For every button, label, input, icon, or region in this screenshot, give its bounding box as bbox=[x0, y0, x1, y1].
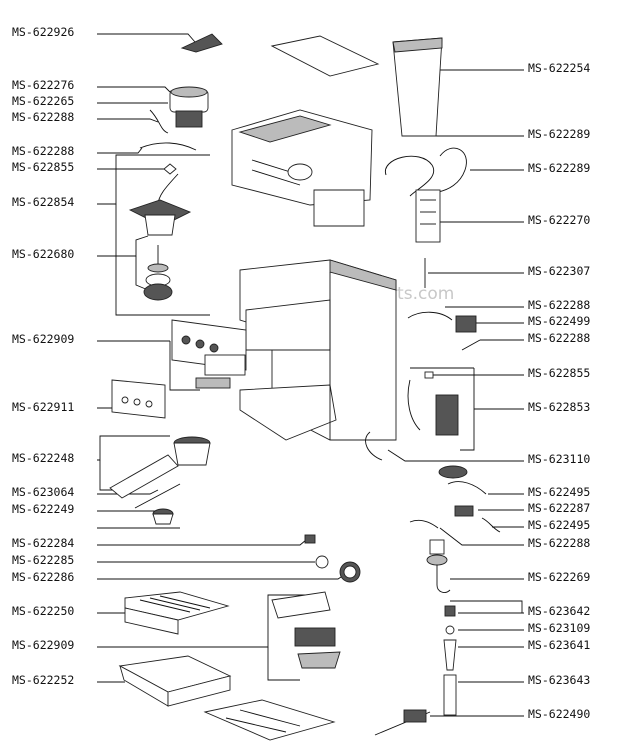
gear-part bbox=[438, 465, 468, 479]
steam-valve-part bbox=[426, 539, 451, 593]
part-label: MS-622855 bbox=[528, 366, 590, 380]
part-label: MS-622289 bbox=[528, 161, 590, 175]
lid-part bbox=[270, 35, 380, 77]
part-label: MS-622288 bbox=[528, 331, 590, 345]
pump-right-part bbox=[407, 379, 459, 436]
part-label: MS-623109 bbox=[528, 621, 590, 635]
part-label: MS-623641 bbox=[528, 638, 590, 652]
part-label: MS-622285 bbox=[12, 553, 74, 567]
part-label: MS-622269 bbox=[528, 570, 590, 584]
hose-part bbox=[385, 155, 435, 197]
base-plate-part bbox=[203, 699, 336, 741]
part-label: MS-623110 bbox=[528, 452, 590, 466]
valve-part bbox=[143, 245, 173, 301]
part-label: MS-622250 bbox=[12, 604, 74, 618]
body-upper-part bbox=[231, 109, 373, 227]
part-label: MS-622911 bbox=[12, 400, 74, 414]
part-label: MS-622249 bbox=[12, 502, 74, 516]
part-label: MS-622495 bbox=[528, 518, 590, 532]
steam-wand-part bbox=[443, 674, 457, 716]
part-label: MS-623642 bbox=[528, 604, 590, 618]
part-label: MS-622270 bbox=[528, 213, 590, 227]
hose-part bbox=[437, 147, 467, 193]
switch-assembly-part bbox=[271, 591, 341, 669]
part-label: MS-622252 bbox=[12, 673, 74, 687]
drip-tray-part bbox=[118, 655, 232, 707]
part-label: MS-622254 bbox=[528, 61, 590, 75]
part-label: MS-622248 bbox=[12, 451, 74, 465]
circuit-board-part bbox=[415, 189, 441, 243]
part-label: MS-622855 bbox=[12, 160, 74, 174]
left-labels: MS-622926 MS-622276 MS-622265 MS-622288 … bbox=[12, 25, 74, 687]
leader-lines bbox=[97, 33, 524, 717]
part-label: MS-622854 bbox=[12, 195, 74, 209]
part-label: MS-623064 bbox=[12, 485, 74, 499]
right-labels: MS-622254 MS-622289 MS-622289 MS-622270 … bbox=[528, 61, 590, 721]
part-label: MS-622286 bbox=[12, 570, 74, 584]
part-label: MS-622289 bbox=[528, 127, 590, 141]
part-label: MS-622265 bbox=[12, 94, 74, 108]
part-label: MS-622284 bbox=[12, 536, 74, 550]
part-label: MS-622288 bbox=[528, 298, 590, 312]
part-label: MS-622499 bbox=[528, 314, 590, 328]
part-drawings bbox=[109, 33, 501, 741]
drip-grid-part bbox=[124, 591, 230, 635]
part-label: MS-622288 bbox=[12, 110, 74, 124]
part-label: MS-622287 bbox=[528, 501, 590, 515]
water-tank-part bbox=[392, 37, 443, 137]
part-label: MS-622288 bbox=[12, 144, 74, 158]
portafilter-part bbox=[109, 436, 211, 499]
part-label: MS-622307 bbox=[528, 264, 590, 278]
front-panel-part bbox=[111, 379, 166, 419]
part-label: MS-622909 bbox=[12, 638, 74, 652]
part-label: MS-622495 bbox=[528, 485, 590, 499]
part-label: MS-622909 bbox=[12, 332, 74, 346]
part-label: MS-622680 bbox=[12, 247, 74, 261]
part-label: MS-623643 bbox=[528, 673, 590, 687]
heating-element-part bbox=[128, 199, 192, 236]
pump-part bbox=[149, 86, 209, 134]
part-label: MS-622490 bbox=[528, 707, 590, 721]
body-lower-part bbox=[239, 259, 397, 441]
nozzle-part bbox=[180, 33, 223, 53]
part-label: MS-622276 bbox=[12, 78, 74, 92]
part-label: MS-622288 bbox=[528, 536, 590, 550]
switch-panel-part bbox=[171, 319, 247, 389]
part-label: MS-622926 bbox=[12, 25, 74, 39]
part-label: MS-622853 bbox=[528, 400, 590, 414]
